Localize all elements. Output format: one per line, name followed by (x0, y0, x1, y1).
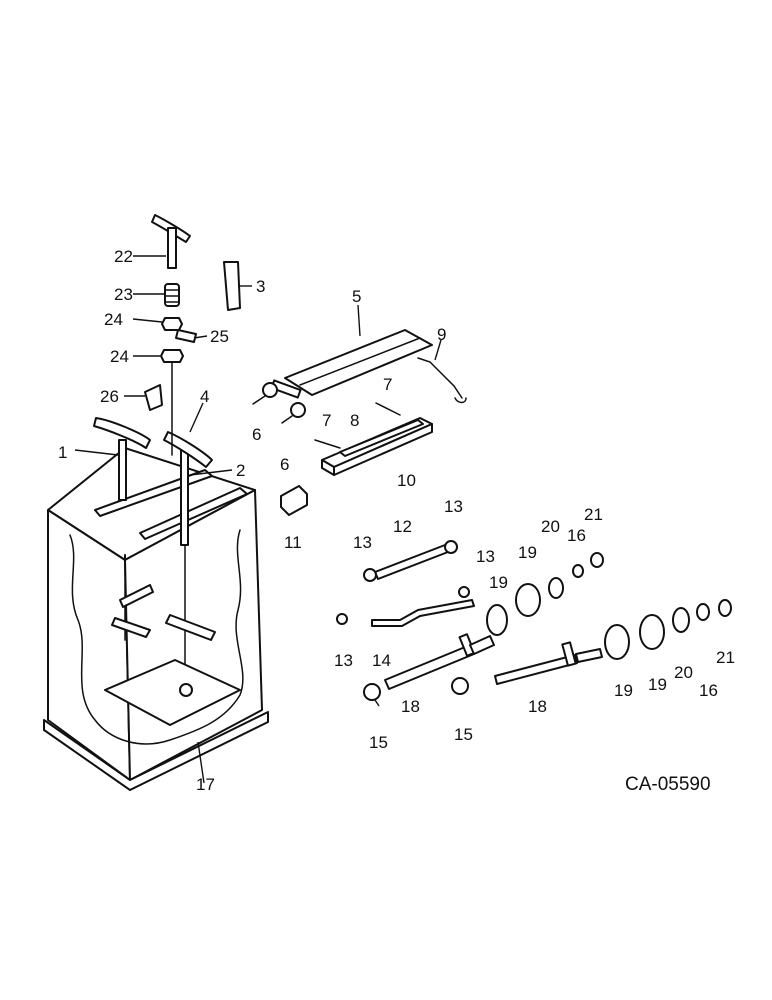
callout-4: 4 (200, 387, 209, 406)
spring (417, 357, 467, 404)
callout-13b: 13 (353, 533, 372, 552)
callout-21b: 21 (716, 648, 735, 667)
callout-12: 12 (393, 517, 412, 536)
callout-24a: 24 (104, 310, 123, 329)
block (280, 485, 308, 516)
callout-21a: 21 (584, 505, 603, 524)
callout-7b: 7 (322, 411, 331, 430)
callout-25: 25 (210, 327, 229, 346)
callout-1: 1 (58, 443, 67, 462)
callout-14: 14 (372, 651, 391, 670)
shift-plate (270, 329, 433, 399)
guide-rail (321, 417, 433, 476)
gear-stack-upper (486, 552, 604, 636)
drawing-code: CA-05590 (625, 774, 711, 795)
callout-19c: 19 (614, 681, 633, 700)
shift-handle-left (93, 417, 151, 501)
eyebolt-upper (252, 382, 278, 405)
callout-15b: 15 (454, 725, 473, 744)
callout-13a: 13 (444, 497, 463, 516)
callout-26: 26 (100, 387, 119, 406)
stud-upper (375, 402, 401, 416)
callout-15a: 15 (369, 733, 388, 752)
callout-18a: 18 (401, 697, 420, 716)
callout-11: 11 (284, 533, 302, 552)
callout-8: 8 (350, 411, 359, 430)
callout-6b: 6 (280, 455, 289, 474)
link-rod-upper (363, 540, 458, 582)
callout-19a: 19 (518, 543, 537, 562)
callout-10: 10 (397, 471, 416, 490)
callout-20a: 20 (541, 517, 560, 536)
callout-9: 9 (437, 325, 446, 344)
callout-6a: 6 (252, 425, 261, 444)
callout-labels: 1 2 3 4 5 6 6 7 7 8 9 10 11 12 13 13 13 … (58, 247, 735, 794)
callout-16a: 16 (567, 526, 586, 545)
shaft-lower (363, 633, 495, 701)
upper-lever-assembly (144, 214, 241, 456)
callout-23: 23 (114, 285, 133, 304)
callout-16b: 16 (699, 681, 718, 700)
callout-20b: 20 (674, 663, 693, 682)
callout-24b: 24 (110, 347, 129, 366)
callout-7a: 7 (383, 375, 392, 394)
callout-5: 5 (352, 287, 361, 306)
callout-18b: 18 (528, 697, 547, 716)
callout-13c: 13 (476, 547, 495, 566)
callout-2: 2 (236, 461, 245, 480)
link-rod-lower (336, 586, 475, 627)
leader-lines (74, 255, 442, 784)
stud-lower (314, 439, 341, 449)
eyebolt-lower (281, 402, 306, 424)
housing-frame (43, 447, 269, 791)
callout-22: 22 (114, 247, 133, 266)
shaft-right (494, 641, 603, 685)
callout-13d: 13 (334, 651, 353, 670)
callout-19d: 19 (648, 675, 667, 694)
callout-17: 17 (196, 775, 215, 794)
callout-19b: 19 (489, 573, 508, 592)
gear-stack-lower (604, 599, 732, 660)
callout-3: 3 (256, 277, 265, 296)
